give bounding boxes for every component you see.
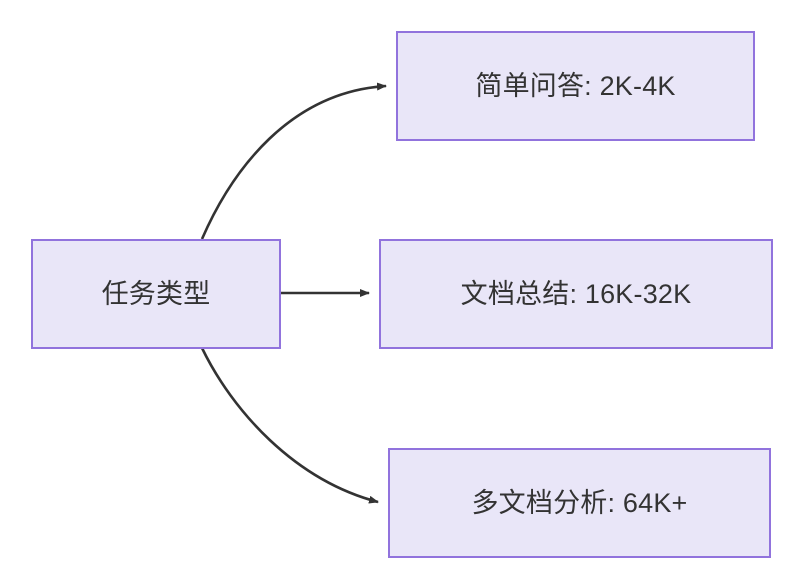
node-label: 简单问答: 2K-4K — [475, 70, 676, 101]
node-multi-doc[interactable]: 多文档分析: 64K+ — [388, 448, 771, 558]
node-label: 文档总结: 16K-32K — [460, 278, 692, 309]
node-doc-summary[interactable]: 文档总结: 16K-32K — [379, 239, 773, 349]
edge-source-simple-qa — [200, 82, 387, 240]
node-label: 多文档分析: 64K+ — [471, 487, 688, 518]
node-task-type[interactable]: 任务类型 — [31, 239, 281, 349]
edge-source-multi-doc — [200, 347, 379, 504]
node-simple-qa[interactable]: 简单问答: 2K-4K — [396, 31, 755, 141]
node-label: 任务类型 — [101, 278, 211, 309]
